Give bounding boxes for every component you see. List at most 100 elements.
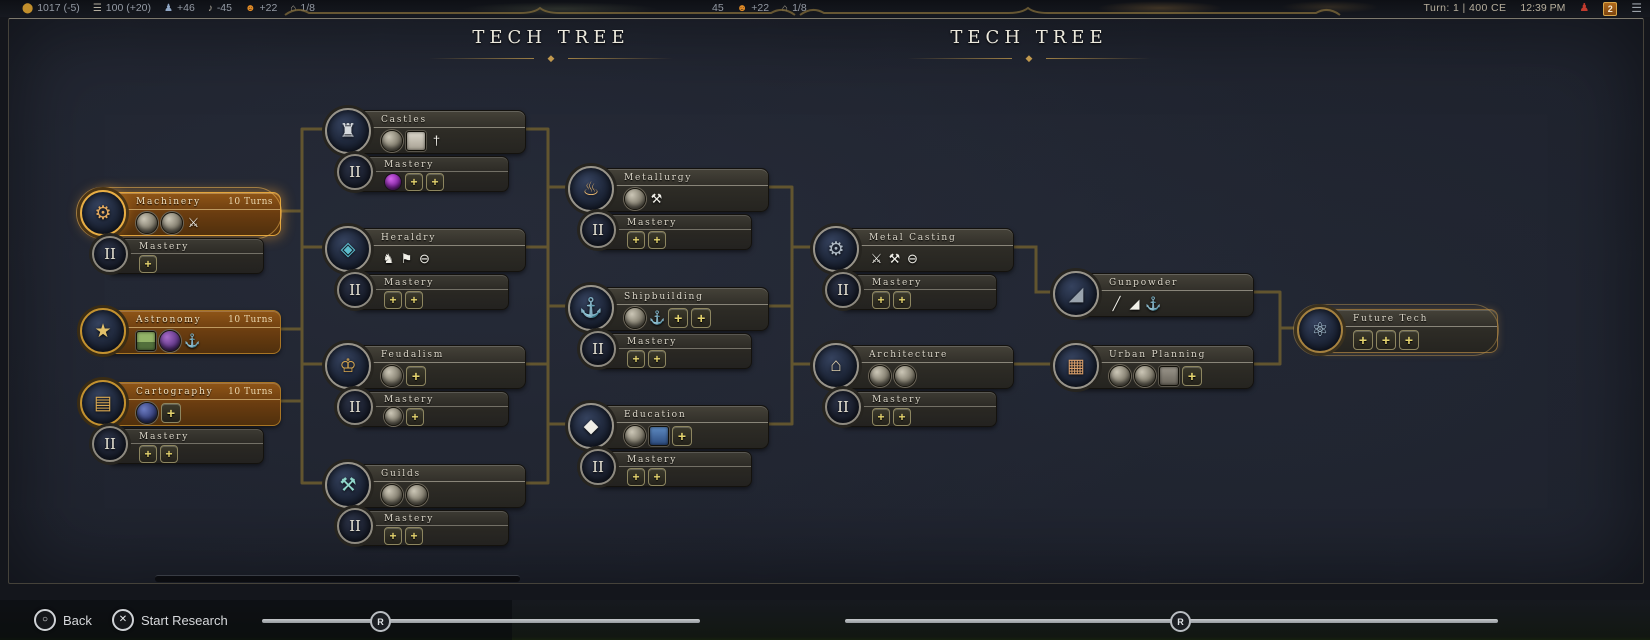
gunpowder-icon: ◢	[1068, 283, 1084, 305]
tech-node-metal-casting[interactable]: Metal Casting⚔⚒⊖⚙	[813, 226, 1014, 272]
resource-value: -45	[216, 2, 232, 14]
start-research-button[interactable]: ✕ Start Research	[112, 609, 228, 631]
smiley-icon: ☻	[245, 3, 256, 14]
tech-node-bar: Metallurgy⚒	[591, 168, 769, 212]
tech-node-label: Education	[624, 409, 687, 420]
mastery-node-architecture[interactable]: Mastery++II	[825, 389, 1009, 427]
serfdom-medal	[384, 407, 403, 426]
tech-node-bar: Future Tech+++	[1320, 309, 1498, 353]
mastery-node-machinery[interactable]: Mastery+II	[92, 236, 276, 274]
tech-tree-header-left: TECH TREE ◆	[411, 27, 691, 66]
alert-icon[interactable]: ♟	[1579, 2, 1590, 14]
machinery-icon: ⚙	[94, 202, 112, 224]
tech-node-titlebar: Metal Casting	[837, 229, 1013, 246]
heraldry-icon: ◈	[340, 238, 356, 260]
mastery-node-education[interactable]: Mastery++II	[580, 449, 764, 487]
mastery-rewards: ++	[599, 230, 751, 249]
tech-node-education[interactable]: Education+◆	[568, 403, 769, 449]
mastery-label: Mastery	[627, 336, 678, 347]
tech-node-castles[interactable]: Castles†♜	[325, 108, 526, 154]
tech-node-metallurgy[interactable]: Metallurgy⚒♨	[568, 166, 769, 212]
mastery-bar: Mastery++	[355, 510, 509, 546]
scroll-icon: ☰	[92, 3, 102, 14]
right-stick-icon: R	[1170, 611, 1191, 632]
building-icon: ⌂	[290, 3, 297, 14]
mastery-node-heraldry[interactable]: Mastery++II	[337, 272, 521, 310]
tech-node-label: Feudalism	[381, 349, 445, 360]
tech-node-future-tech[interactable]: Future Tech+++⚛	[1293, 304, 1499, 356]
mastery-rewards: +	[111, 254, 263, 273]
tech-tree-panel: TECH TREE ◆ TECH TREE ◆	[8, 18, 1644, 584]
gunpowder-circle: ◢	[1053, 271, 1099, 317]
tech-node-label: Astronomy	[136, 314, 202, 325]
resource-value: 100 (+20)	[105, 2, 152, 14]
globe-medal	[136, 401, 158, 424]
mastery-node-castles[interactable]: Mastery++II	[337, 154, 521, 192]
mastery-bar: Mastery++	[843, 391, 997, 427]
building-icon: ⌂	[782, 3, 789, 14]
right-stick-icon: R	[370, 611, 391, 632]
bridge-medal	[869, 364, 891, 387]
header-flourish-icon: ◆	[411, 52, 691, 66]
tech-node-label: Metallurgy	[624, 172, 693, 183]
tech-node-titlebar: Feudalism	[349, 346, 525, 363]
menu-icon[interactable]: ☰	[1631, 1, 1642, 15]
bonus-plus-icon: +	[1399, 329, 1419, 350]
tech-node-guilds[interactable]: Guilds⚒	[325, 462, 526, 508]
tech-node-feudalism[interactable]: Feudalism+♔	[325, 343, 526, 389]
manor-medal	[381, 364, 403, 387]
mastery-node-metallurgy[interactable]: Mastery++II	[580, 212, 764, 250]
artisans-medal	[406, 483, 428, 506]
mastery-node-shipbuilding[interactable]: Mastery++II	[580, 331, 764, 369]
mastery-node-cartography[interactable]: Mastery++II	[92, 426, 276, 464]
scrollbar-track-left[interactable]	[262, 619, 700, 623]
notification-badge[interactable]: 2	[1603, 1, 1618, 16]
tech-node-gunpowder[interactable]: Gunpowder╱◢⚓◢	[1053, 271, 1254, 317]
tech-node-urban-planning[interactable]: Urban Planning+▦	[1053, 343, 1254, 389]
research-readout: ☰100 (+20)	[93, 0, 151, 17]
tech-node-rewards: +	[104, 400, 280, 425]
bonus-plus-icon: +	[668, 307, 689, 328]
mastery-rank-circle: II	[825, 389, 861, 425]
drydock-medal	[624, 306, 646, 329]
architecture-icon: ⌂	[830, 355, 842, 376]
horizontal-scrollbar-thumb[interactable]	[155, 575, 520, 582]
mastery-rewards: ++	[599, 467, 751, 486]
mastery-node-metal-casting[interactable]: Mastery++II	[825, 272, 1009, 310]
mastery-bar: Mastery++	[355, 274, 509, 310]
scriptorium-medal	[624, 424, 646, 447]
mastery-titlebar: Mastery	[844, 392, 996, 407]
tech-node-rewards	[349, 482, 525, 507]
manuscript-icon	[649, 425, 669, 446]
tech-node-titlebar: Castles	[349, 111, 525, 128]
mastery-node-guilds[interactable]: Mastery++II	[337, 508, 521, 546]
astronomy-icon: ★	[94, 320, 112, 342]
mastery-rank-circle: II	[337, 154, 373, 190]
mastery-bar: Mastery+	[355, 391, 509, 427]
back-button[interactable]: ○ Back	[34, 609, 92, 631]
bonus-plus-icon: +	[893, 407, 911, 426]
mastery-rewards: +	[356, 407, 508, 426]
clock: 12:39 PM	[1520, 2, 1566, 14]
tech-node-bar: Gunpowder╱◢⚓	[1076, 273, 1254, 317]
mastery-rank-label: II	[592, 221, 604, 239]
urban-planning-circle: ▦	[1053, 343, 1099, 389]
tech-node-architecture[interactable]: Architecture⌂	[813, 343, 1014, 389]
tech-node-titlebar: Guilds	[349, 465, 525, 482]
tech-node-bar: Guilds	[348, 464, 526, 508]
tech-node-shipbuilding[interactable]: Shipbuilding⚓++⚓	[568, 285, 769, 331]
tech-node-rewards: ╱◢⚓	[1077, 291, 1253, 316]
cog-ship-icon: ⚓	[649, 309, 666, 325]
amethyst-gem-icon	[384, 172, 402, 191]
tech-node-titlebar: Gunpowder	[1077, 274, 1253, 291]
tech-node-heraldry[interactable]: Heraldry♞⚑⊖◈	[325, 226, 526, 272]
happiness-readout: ☻+22	[245, 0, 277, 17]
mastery-node-feudalism[interactable]: Mastery+II	[337, 389, 521, 427]
mastery-rank-circle: II	[825, 272, 861, 308]
tech-node-titlebar: Shipbuilding	[592, 288, 768, 305]
